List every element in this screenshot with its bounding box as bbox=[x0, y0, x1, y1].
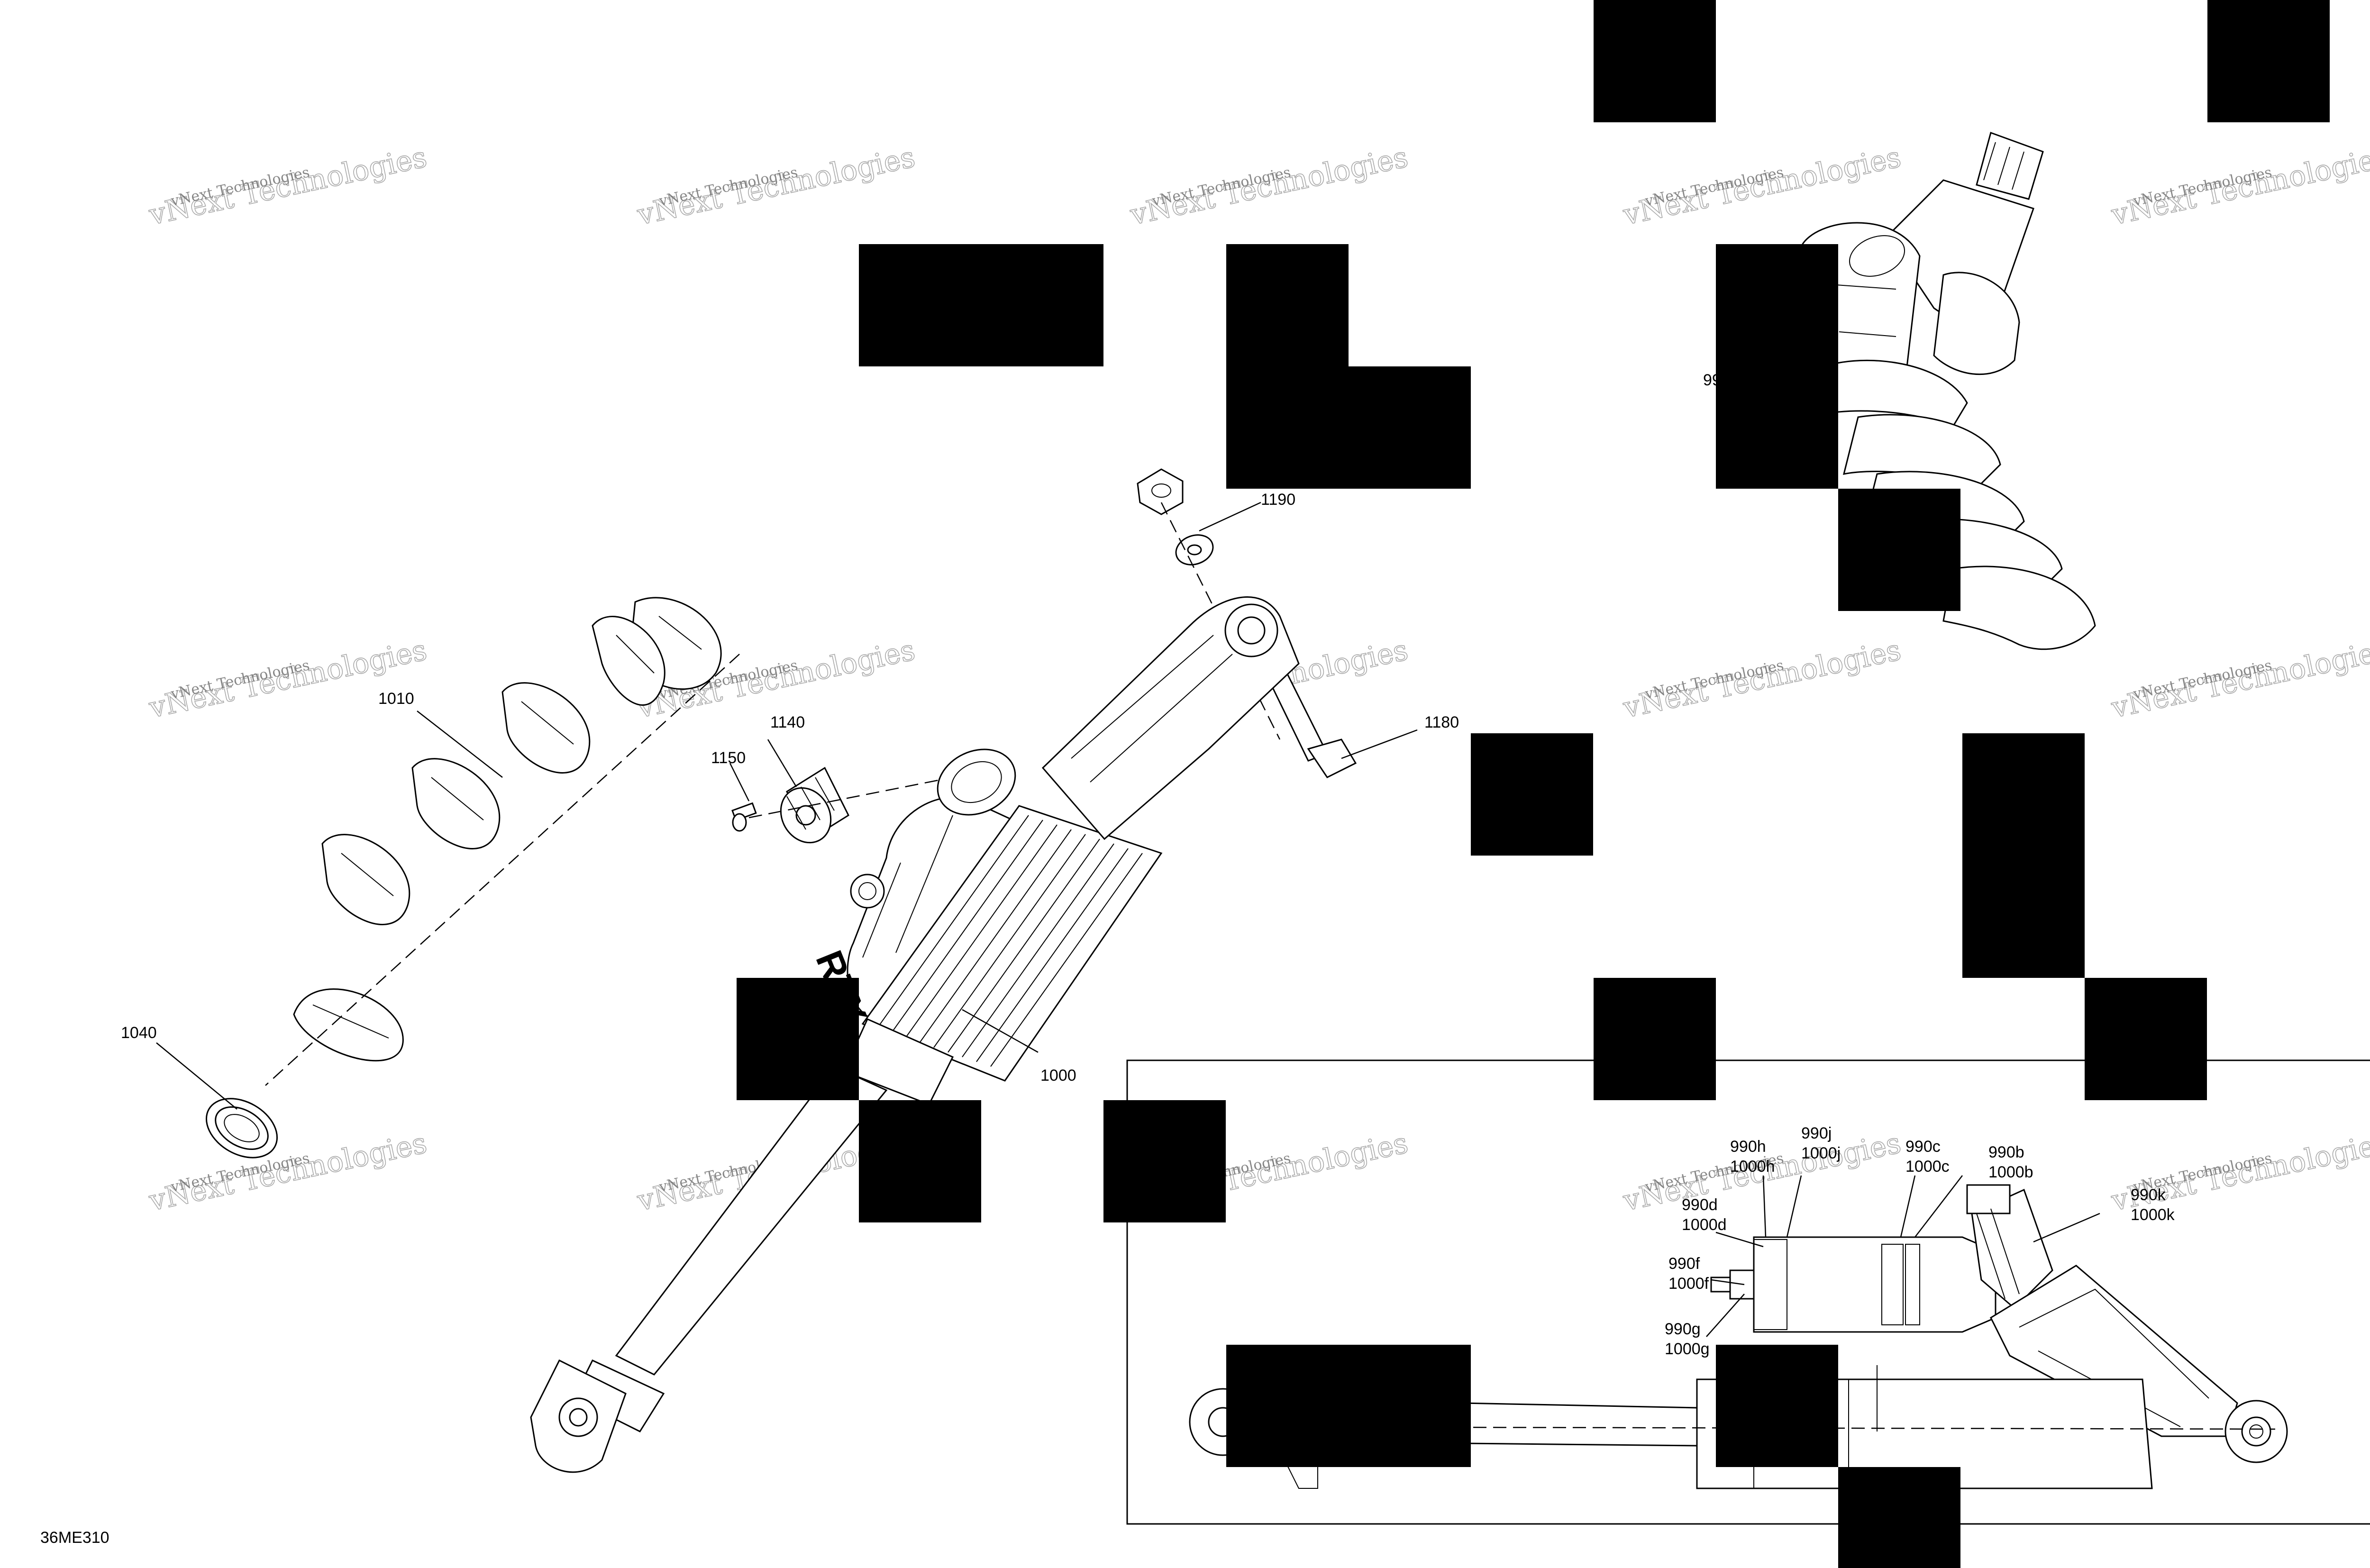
redaction-block bbox=[859, 1100, 981, 1222]
watermark-9: vNext Technologies vNext Technologies bbox=[1620, 633, 1904, 725]
callout-990j: 990j bbox=[1801, 1124, 1832, 1142]
callout-1190: 1190 bbox=[1261, 491, 1295, 509]
redaction-block bbox=[1226, 1345, 1471, 1467]
callout-990g: 990g bbox=[1665, 1320, 1701, 1338]
shock-absorber-1000: RTX bbox=[530, 596, 1300, 1473]
callout-1000b: 1000b bbox=[1988, 1163, 2033, 1181]
callout-990k: 990k bbox=[2131, 1186, 2166, 1204]
callout-labels: 1190 1180 1140 1150 1010 1040 1000 99 99… bbox=[40, 371, 2175, 1547]
svg-text:vNext Technologies: vNext Technologies bbox=[1127, 140, 1411, 232]
svg-text:vNext Technologies: vNext Technologies bbox=[146, 1126, 430, 1218]
redaction-block bbox=[1838, 1467, 1960, 1568]
redaction-block bbox=[1226, 244, 1349, 366]
callout-1000f: 1000f bbox=[1668, 1275, 1709, 1293]
diagram-code: 36ME310 bbox=[40, 1529, 109, 1547]
redaction-block bbox=[1103, 1100, 1226, 1222]
redaction-block bbox=[1716, 244, 1838, 489]
svg-text:vNext Technologies: vNext Technologies bbox=[1620, 140, 1904, 232]
watermark-4: vNext Technologies vNext Technologies bbox=[1620, 140, 1904, 232]
nut bbox=[1137, 468, 1184, 515]
callout-1000c: 1000c bbox=[1905, 1158, 1950, 1176]
redaction-block bbox=[859, 244, 1103, 366]
callout-1000k: 1000k bbox=[2131, 1206, 2175, 1224]
watermark-6: vNext Technologies vNext Technologies bbox=[146, 633, 430, 725]
watermark-11: vNext Technologies vNext Technologies bbox=[146, 1126, 430, 1218]
callout-1040: 1040 bbox=[121, 1024, 157, 1042]
coil-spring-1010 bbox=[265, 597, 740, 1086]
callout-990c: 990c bbox=[1905, 1138, 1941, 1156]
redaction-block bbox=[1226, 366, 1471, 489]
watermark-5: vNext Technologies vNext Technologies bbox=[2108, 140, 2370, 232]
redaction-block bbox=[1594, 978, 1716, 1100]
redaction-block bbox=[737, 978, 859, 1100]
spring-seat-1040 bbox=[205, 1098, 278, 1158]
svg-text:vNext Technologies: vNext Technologies bbox=[1620, 633, 1904, 725]
bolt-1180 bbox=[1264, 667, 1357, 778]
callout-990d: 990d bbox=[1682, 1196, 1718, 1214]
callout-990f: 990f bbox=[1668, 1255, 1700, 1273]
callout-1010: 1010 bbox=[378, 690, 414, 708]
redaction-block bbox=[2207, 0, 2330, 122]
redaction-block bbox=[2085, 978, 2207, 1100]
watermark-10: vNext Technologies vNext Technologies bbox=[2108, 633, 2370, 725]
svg-text:vNext Technologies: vNext Technologies bbox=[146, 140, 430, 232]
callout-1150: 1150 bbox=[711, 749, 746, 767]
knob-axis-line bbox=[748, 776, 953, 819]
redaction-block bbox=[1594, 0, 1716, 122]
callout-990b: 990b bbox=[1988, 1143, 2024, 1161]
washer-1190 bbox=[1175, 534, 1214, 565]
adjuster-knob-1140 bbox=[780, 766, 849, 844]
watermark-1: vNext Technologies vNext Technologies bbox=[146, 140, 430, 232]
redaction-block bbox=[1471, 733, 1593, 856]
svg-text:vNext Technologies: vNext Technologies bbox=[146, 633, 430, 725]
redaction-block bbox=[1716, 1345, 1838, 1467]
callout-990h: 990h bbox=[1730, 1138, 1766, 1156]
leader-lines bbox=[156, 501, 2100, 1337]
callout-1000j: 1000j bbox=[1801, 1144, 1841, 1162]
callout-1000h: 1000h bbox=[1730, 1158, 1775, 1176]
svg-text:vNext Technologies: vNext Technologies bbox=[634, 140, 918, 232]
redaction-block bbox=[1838, 489, 1960, 611]
callout-1000d: 1000d bbox=[1682, 1216, 1727, 1234]
watermark-2: vNext Technologies vNext Technologies bbox=[634, 140, 918, 232]
redaction-blocks bbox=[737, 0, 2330, 1568]
spring-axis-line bbox=[265, 654, 740, 1086]
redaction-block bbox=[1962, 733, 2085, 978]
watermark-3: vNext Technologies vNext Technologies bbox=[1127, 140, 1411, 232]
callout-1000g: 1000g bbox=[1665, 1340, 1710, 1358]
callout-1000: 1000 bbox=[1040, 1067, 1076, 1085]
callout-1140: 1140 bbox=[770, 713, 805, 731]
bolt-1150 bbox=[731, 802, 757, 832]
callout-1180: 1180 bbox=[1424, 713, 1459, 731]
